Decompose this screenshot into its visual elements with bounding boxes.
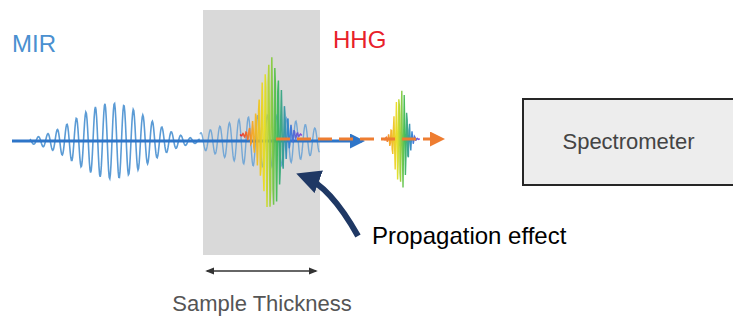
box-label: Spectrometer xyxy=(562,129,694,155)
callout-label: Propagation effect xyxy=(372,222,566,250)
beam-label: HHG xyxy=(333,26,386,54)
hhg-beam-arrow xyxy=(276,138,442,141)
wave-stroke xyxy=(240,57,302,207)
thickness-dimension xyxy=(207,270,316,272)
dimension-label: Sample Thickness xyxy=(172,291,351,316)
sample-slab xyxy=(203,10,320,255)
beam-label: MIR xyxy=(12,30,56,58)
hhg-pulse xyxy=(240,57,420,207)
propagation-arrow xyxy=(303,176,358,236)
spectrometer-box: Spectrometer xyxy=(522,98,733,186)
